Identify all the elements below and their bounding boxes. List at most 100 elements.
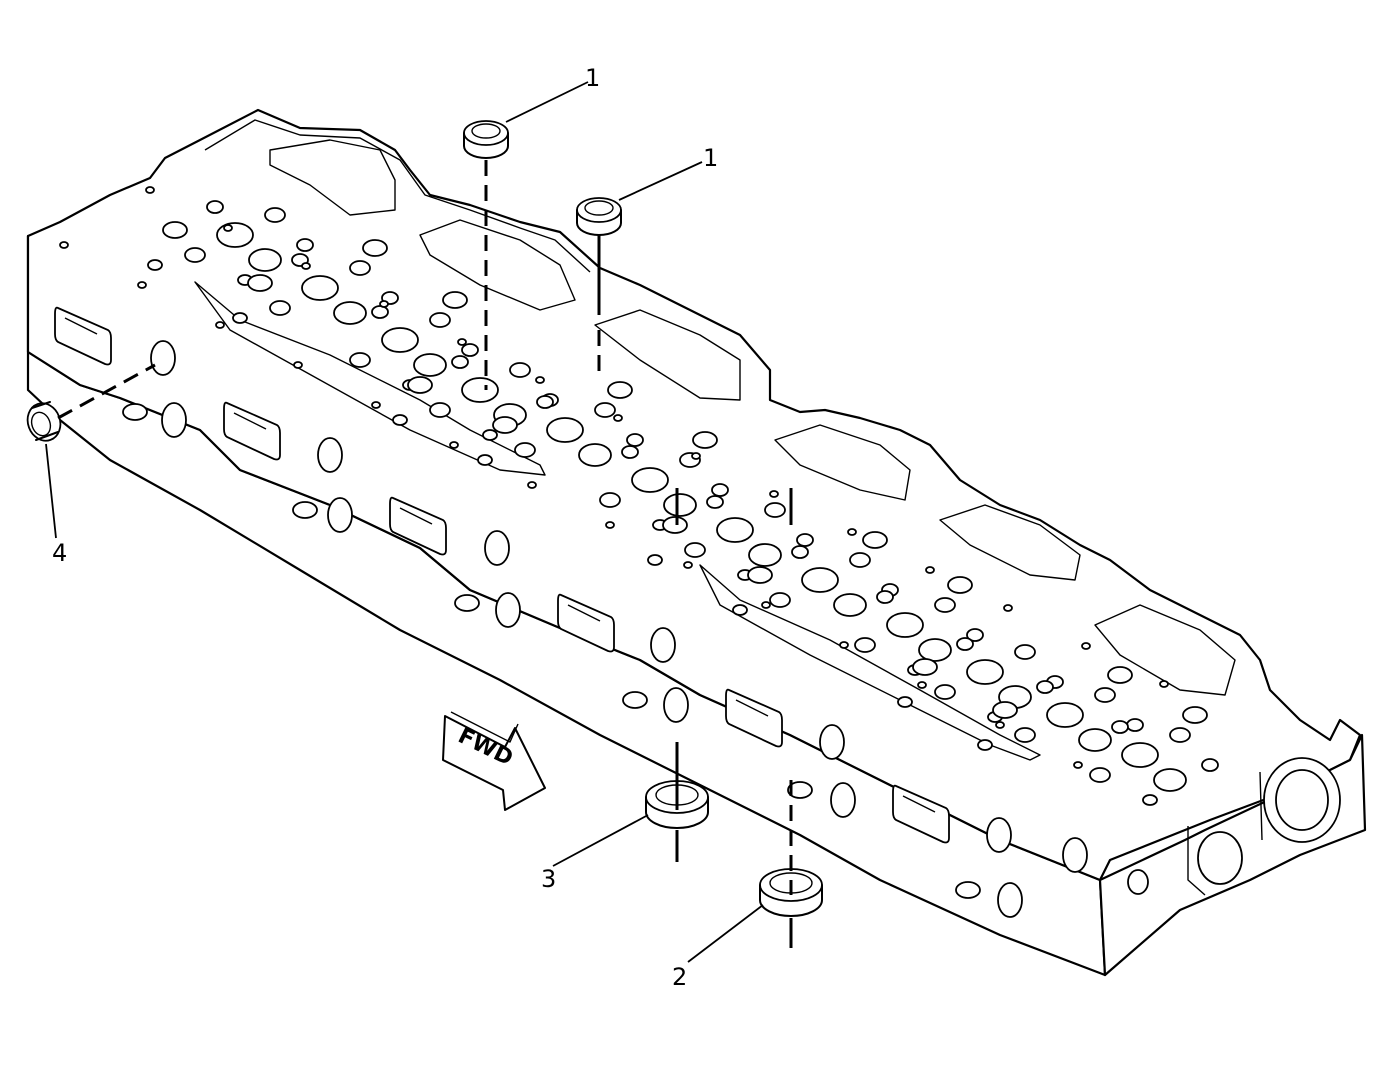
underside-boss [122, 403, 148, 421]
top-face-hole [247, 274, 273, 292]
rocker-pad-4 [774, 424, 911, 501]
leader-line-1a [505, 81, 589, 123]
top-face-hole [1121, 742, 1159, 768]
top-face-hole [264, 207, 286, 223]
edge-bolt-hole [449, 441, 459, 449]
callout-2-label: 2 [672, 963, 687, 991]
top-face-hole [362, 239, 388, 257]
edge-bolt-hole [1081, 642, 1091, 650]
gasket-outline-rear [699, 564, 1041, 761]
assembly-line-4 [57, 363, 156, 420]
edge-bolt-hole [223, 224, 233, 232]
top-face-hole [599, 492, 621, 508]
top-face-hole [1078, 728, 1112, 752]
edge-bolt-hole [379, 300, 389, 308]
top-face-hole [509, 362, 531, 378]
rear-boss-edge [1187, 771, 1263, 896]
side-exhaust-port [892, 784, 950, 844]
top-face-hole [706, 495, 724, 509]
top-face-hole [429, 402, 451, 418]
side-round-boss [317, 437, 343, 473]
leader-line-1b [618, 161, 703, 201]
top-face-hole [371, 305, 389, 319]
leader-line-2 [687, 904, 764, 963]
top-face-hole [626, 433, 644, 447]
side-round-boss [986, 817, 1012, 853]
seal-part-1a [463, 120, 509, 159]
top-face-hole [184, 247, 206, 263]
top-face-hole [692, 431, 718, 449]
underside-boss [955, 881, 981, 899]
top-face-hole [854, 637, 876, 653]
top-face-hole [849, 552, 871, 568]
side-round-boss [1062, 837, 1088, 873]
edge-bolt-hole [691, 452, 701, 460]
edge-bolt-hole [145, 186, 155, 194]
top-face-hole [232, 312, 248, 324]
rocker-rail-front [204, 119, 591, 273]
side-round-boss [830, 782, 856, 818]
side-exhaust-port [223, 401, 281, 461]
top-face-hole [912, 658, 938, 676]
leader-line-4 [45, 443, 57, 539]
top-face-hole [482, 429, 498, 441]
top-face-hole [934, 597, 956, 613]
underside-boss [622, 691, 648, 709]
edge-bolt-hole [1003, 604, 1013, 612]
top-face-hole [269, 300, 291, 316]
edge-bolt-hole [613, 414, 623, 422]
edge-bolt-hole [995, 721, 1005, 729]
side-exhaust-port [389, 496, 447, 556]
top-face-hole [1153, 768, 1187, 792]
top-face-hole [1182, 706, 1208, 724]
top-face-hole [349, 352, 371, 368]
top-face-hole [748, 543, 782, 567]
top-face-hole [716, 517, 754, 543]
edge-bolt-hole [59, 241, 69, 249]
top-face-hole [956, 637, 974, 651]
callout-1b: 1 [703, 144, 718, 172]
edge-bolt-hole [769, 490, 779, 498]
fwd-label: FWD [454, 724, 517, 772]
top-face-hole [684, 542, 706, 558]
underside-bosses [122, 403, 981, 899]
top-face-hole [451, 355, 469, 369]
top-face-hole [442, 291, 468, 309]
top-face-hole [747, 566, 773, 584]
callout-4: 4 [52, 539, 67, 567]
top-face-hole [918, 638, 952, 662]
edge-bolt-hole [761, 601, 771, 609]
top-face-hole [732, 604, 748, 616]
top-face-hole [492, 416, 518, 434]
leader-line-3 [552, 814, 649, 867]
edge-bolt-hole [293, 361, 303, 369]
side-round-boss [495, 592, 521, 628]
top-face-hole [407, 376, 433, 394]
edge-bolt-hole [371, 401, 381, 409]
top-face-hole [536, 395, 554, 409]
side-round-boss [650, 627, 676, 663]
top-face-hole [147, 259, 163, 271]
top-face-hole [977, 739, 993, 751]
top-face-hole [206, 200, 224, 214]
underside-boss [787, 781, 813, 799]
top-face-hole [791, 545, 809, 559]
top-face-hole [594, 402, 616, 418]
top-face-hole [1142, 794, 1158, 806]
edge-bolt-hole [527, 481, 537, 489]
top-face-hole [301, 275, 339, 301]
top-face-hole [1107, 666, 1133, 684]
top-face-hole [1111, 720, 1129, 734]
top-face-hole [992, 701, 1018, 719]
top-face-hole [631, 467, 669, 493]
edge-bolt-hole [925, 566, 935, 574]
side-port-edge [399, 507, 433, 525]
rocker-pad-1 [269, 139, 396, 216]
top-face-hole [621, 445, 639, 459]
top-face-hole [796, 533, 814, 547]
rocker-pad-2 [419, 219, 576, 311]
edge-bolt-hole [457, 338, 467, 346]
edge-bolt-hole [683, 561, 693, 569]
edge-bolt-hole [1159, 680, 1169, 688]
